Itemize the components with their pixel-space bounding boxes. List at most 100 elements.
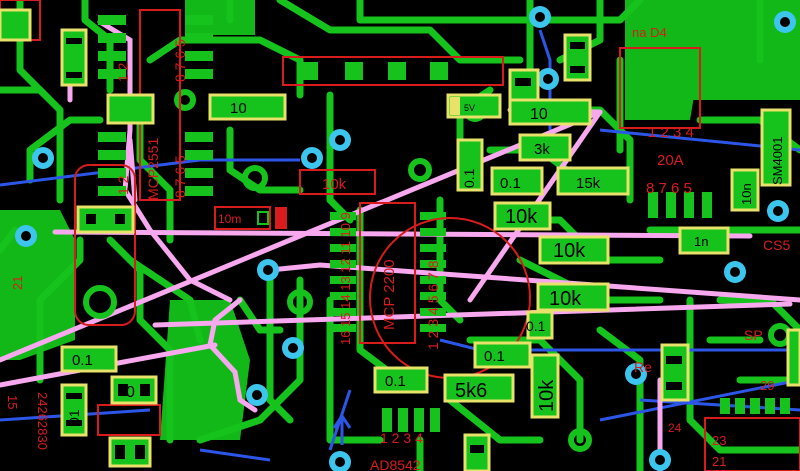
trace-13 [36, 236, 84, 384]
reg-pins-label: 1 2 3 4 [648, 124, 694, 141]
connector-pads [300, 62, 448, 80]
label-10m: 10m [218, 212, 241, 226]
label-29: 29 [760, 378, 774, 393]
via [537, 68, 559, 90]
diode-5v-stripe [450, 97, 460, 115]
pad [242, 165, 268, 191]
r-10k-vertical-label: 10k [536, 379, 558, 412]
part-labels: 10 10 3k 0.1 15k 10k 10k 10k 0.1 0.1 0.1… [72, 66, 708, 402]
silk-connector [282, 56, 504, 86]
vias [15, 6, 796, 471]
c-01-left-label: 0.1 [72, 352, 93, 369]
via [32, 147, 54, 169]
via [301, 147, 323, 169]
trace-1 [0, 86, 64, 204]
conn-pin-3: 3 [370, 66, 378, 82]
trace-18 [196, 276, 304, 444]
blue-arrow-icon [332, 413, 352, 445]
via [529, 6, 551, 28]
jumper-4 [152, 301, 793, 328]
blue-trace-9 [199, 448, 271, 462]
via [625, 363, 647, 385]
chip-left-pins-bot: 8 7 6 5 [172, 155, 188, 198]
trace-31 [596, 326, 644, 471]
cap-pad-slots [66, 38, 682, 459]
conn-pin-1: 1 [330, 66, 338, 82]
r-10-top-label: 10 [530, 106, 548, 123]
r-10k-2-label: 10k [553, 240, 586, 262]
label-23: 23 [712, 433, 726, 448]
r-10k-silk-label: 10k [322, 176, 347, 193]
jumper-5 [267, 262, 800, 303]
r-10-left-label: 10 [230, 100, 247, 117]
blue-trace-7 [599, 378, 800, 422]
c-01-bottom-label: 0.1 [385, 373, 406, 390]
trace-30 [446, 396, 544, 444]
rotated-labels: SM5818 SM4001 10k 0.1 01 10n MCP2551 8 7… [5, 39, 785, 450]
silk-left-module [74, 164, 136, 326]
diode-sm5818-label: SM5818 [390, 98, 406, 150]
label-cs5: CS5 [763, 237, 790, 253]
trace-17 [266, 266, 294, 424]
r-10k-3-label: 10k [549, 288, 582, 310]
via [329, 451, 351, 471]
chip-left-name: MCP2551 [145, 138, 161, 200]
via [15, 225, 37, 247]
label-24: 24 [668, 421, 682, 435]
left-col-nums-label: 24262830 [35, 392, 50, 450]
component-10m: 10m [214, 206, 287, 230]
pad [568, 428, 592, 452]
silk-labels: na D4 1 2 3 4 20A 8 7 6 5 CS5 SP Re 29 2… [370, 25, 790, 471]
r-5k6-label: 5k6 [455, 380, 487, 402]
pad [174, 89, 196, 111]
conn-pin-4: 4 [472, 66, 480, 82]
trace-28 [466, 336, 584, 444]
reg-pins-2-label: 8 7 6 5 [646, 180, 692, 197]
left-col-bottom-label: 15 [5, 395, 20, 409]
via [724, 261, 746, 283]
label-re: Re [634, 359, 652, 375]
chip-center-pins-right: 1 2 3 4 5 6 7 8 [425, 260, 441, 350]
chip-left-pads [98, 15, 213, 196]
c-01-vertical-label: 01 [66, 409, 82, 425]
trace-11 [26, 116, 104, 184]
c-01-mid-label: 0.1 [500, 175, 521, 192]
diode-d4-label: na D4 [632, 25, 667, 40]
copper-fill-bottom [160, 300, 250, 440]
via [246, 384, 268, 406]
r-3k-label: 3k [534, 141, 550, 158]
label-21: 21 [712, 454, 726, 469]
copper-fill-reg-tab [680, 60, 800, 100]
diode-sm4001-label: SM4001 [770, 137, 785, 185]
trace-12 [0, 226, 19, 254]
via [257, 259, 279, 281]
left-col-top-label: 21 [10, 276, 25, 290]
silk-bottom-right [704, 417, 800, 471]
r-15k-label: 15k [576, 175, 601, 192]
ad-pins-label: 1 2 3 4 [380, 430, 423, 446]
trace-6 [356, 0, 644, 24]
silk-cap-left [97, 404, 161, 436]
c-01-low-label: 0.1 [484, 348, 505, 365]
via [329, 129, 351, 151]
label-sp: SP [744, 327, 763, 343]
chip-center-pads [330, 212, 446, 332]
silk-chip-center [359, 202, 416, 344]
trace-3 [81, 0, 114, 94]
jumper-8 [207, 297, 258, 413]
regulator-pads [382, 192, 790, 432]
chip-center-pins-left: 16 15 14 13 12 11 10 9 [338, 212, 353, 345]
c-01-right-label: 0.1 [526, 318, 546, 334]
c-0-left-label: 0 [126, 384, 135, 401]
pad [408, 158, 432, 182]
trace-15 [126, 256, 204, 344]
via [282, 337, 304, 359]
ad-chip-label: AD8542 [370, 457, 421, 471]
silk-d4 [619, 47, 701, 129]
trace-19 [326, 296, 384, 444]
c-1n-label: 1n [694, 234, 708, 249]
via [767, 200, 789, 222]
trace-5 [276, 0, 524, 64]
via [649, 449, 671, 471]
